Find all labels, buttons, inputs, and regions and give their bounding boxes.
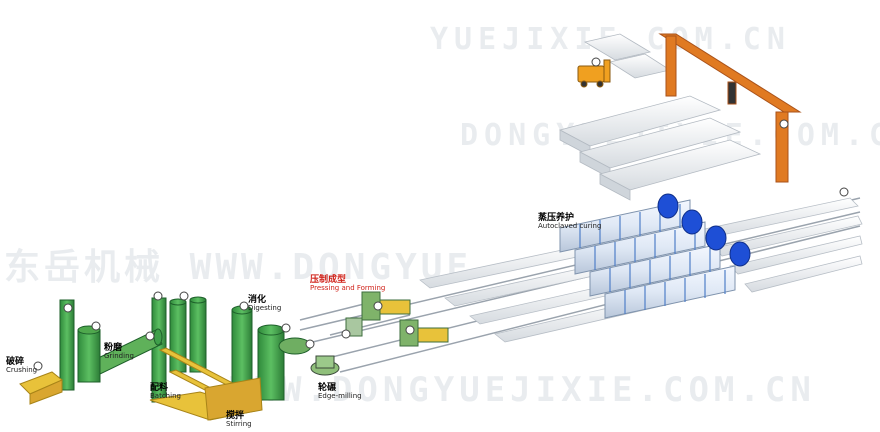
label-batching: 配料 Batching [150,383,181,401]
label-curing: 蒸压养护 Autoclaved curing [538,213,602,231]
edge-mill [310,355,340,376]
crusher [19,371,63,405]
label-digesting: 消化 Digesting [248,295,282,313]
label-grinding: 粉磨 Grinding [104,343,134,361]
finished-brick-stacks [558,33,762,201]
label-pressing: 压制成型 Pressing and Forming [310,275,386,293]
grinding-mill [59,299,163,391]
autoclave-group [559,193,751,319]
marker-dot-icon [33,57,849,371]
label-edge-milling: 轮碾 Edge-milling [318,383,362,401]
forklift [577,59,611,88]
watermark-bottom: WWW.DONGYUEJIXIE.COM.CN [230,370,816,410]
gantry-crane [658,33,802,183]
watermark-chinese: 东岳机械 WWW.DONGYUE [4,247,473,288]
batching-frame [149,347,263,421]
label-crushing: 破碎 Crushing [6,357,38,375]
label-stirring: 搅拌 Stirring [226,411,252,429]
